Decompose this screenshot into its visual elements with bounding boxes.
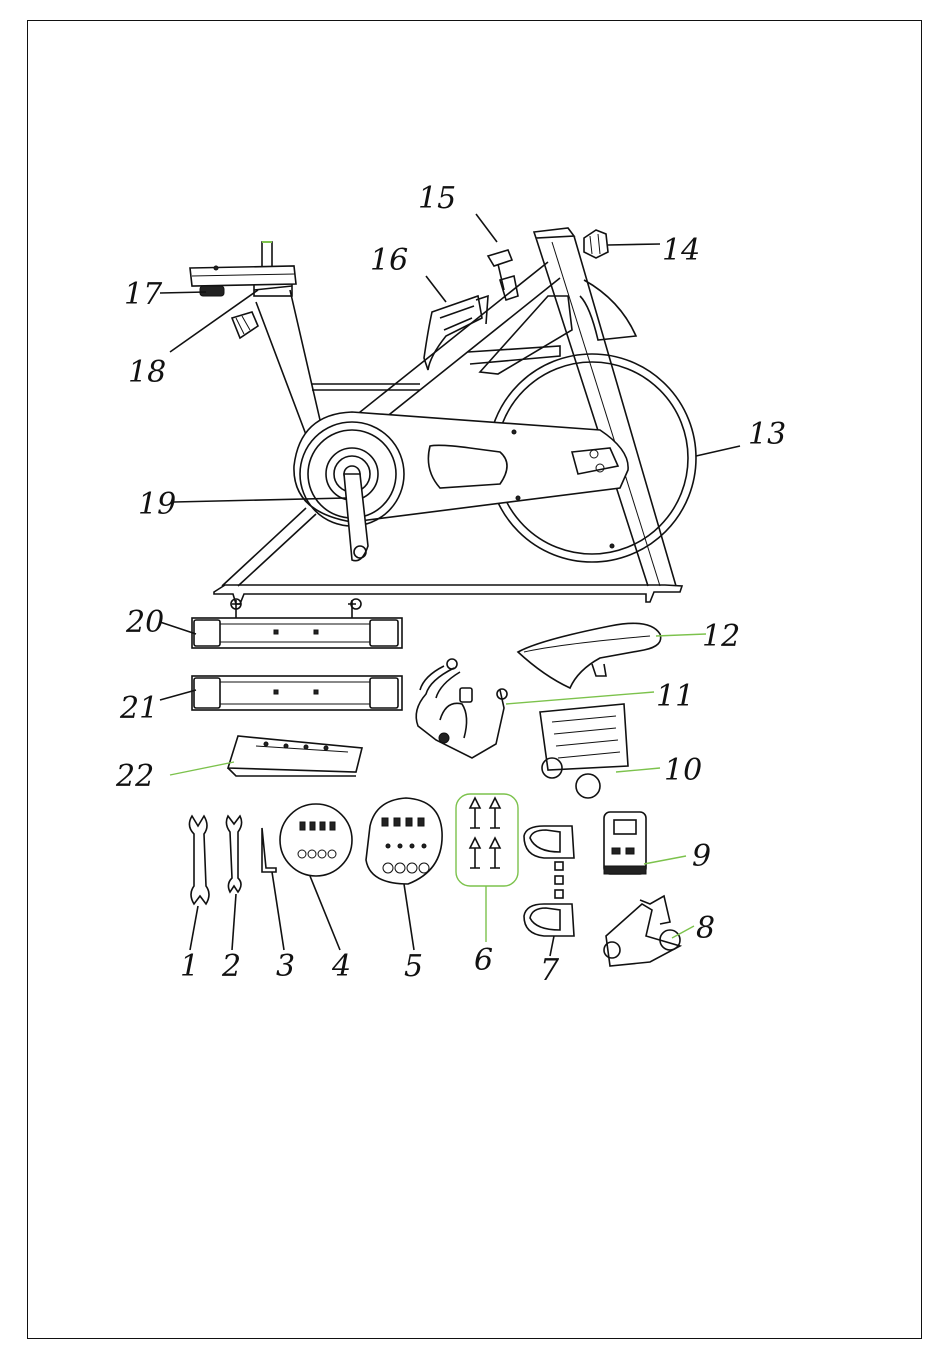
label-1: 1 (180, 949, 199, 984)
label-9: 9 (692, 839, 711, 874)
label-22: 22 (115, 759, 154, 794)
label-18: 18 (128, 355, 166, 390)
wrench-1 (189, 816, 209, 904)
rear-strut (222, 508, 316, 586)
console-9 (604, 812, 646, 874)
fender (580, 280, 636, 340)
label-8: 8 (696, 911, 715, 946)
toe-clips-7 (524, 826, 574, 936)
seat-knob-17 (200, 286, 224, 296)
label-15: 15 (418, 181, 456, 216)
foot-plate-22 (228, 736, 362, 776)
rear-stabilizer-21 (192, 676, 402, 710)
label-21: 21 (119, 691, 158, 726)
label-16: 16 (370, 243, 408, 278)
front-stabilizer-20 (192, 599, 402, 648)
handlebar-knob-15 (488, 250, 518, 300)
label-12: 12 (702, 619, 740, 654)
label-10: 10 (664, 753, 702, 788)
seat-tube (254, 286, 320, 440)
handlebar-11 (416, 659, 507, 758)
label-19: 19 (138, 487, 176, 522)
hardware-pack-4 (280, 804, 352, 876)
label-5: 5 (404, 949, 423, 984)
label-2: 2 (221, 949, 241, 984)
label-14: 14 (662, 233, 700, 268)
resistance-knob-14 (584, 230, 608, 258)
allen-key-3 (262, 828, 276, 872)
console-bracket-8 (604, 896, 680, 966)
saddle-12 (518, 623, 661, 688)
label-17: 17 (124, 277, 163, 312)
hardware-pack-5 (366, 798, 442, 884)
label-4: 4 (331, 949, 351, 984)
label-11: 11 (656, 679, 694, 714)
base-rail (214, 585, 682, 604)
label-13: 13 (748, 417, 786, 452)
bike-frame-assembly (190, 228, 696, 604)
bottle-holder-16 (424, 296, 488, 370)
seat-knob-18 (232, 312, 258, 338)
screw-bag-6 (456, 794, 518, 886)
label-3: 3 (276, 949, 295, 984)
label-6: 6 (474, 943, 493, 978)
label-7: 7 (540, 953, 560, 988)
pedal-10 (540, 704, 628, 798)
label-20: 20 (125, 605, 164, 640)
wrench-2 (226, 816, 241, 892)
chain-guard (294, 412, 628, 522)
